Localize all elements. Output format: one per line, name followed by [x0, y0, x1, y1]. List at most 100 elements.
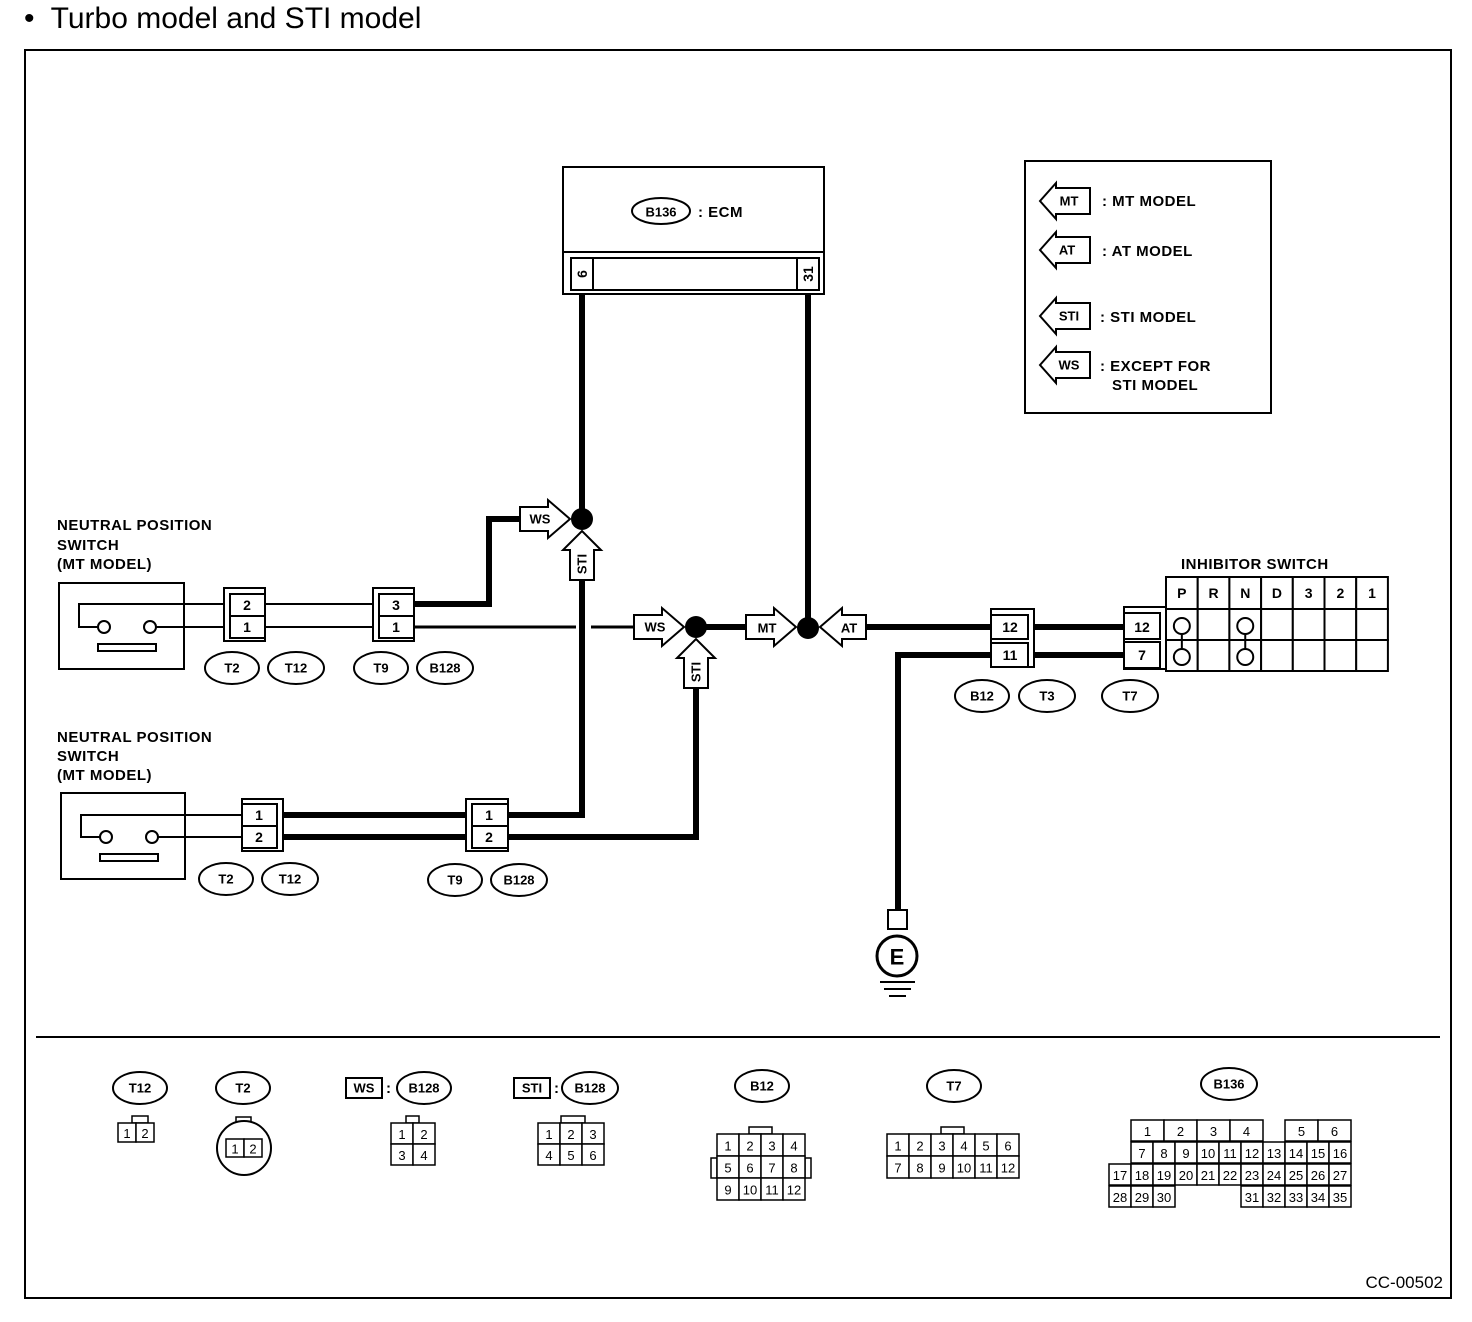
pin-cell: 3	[930, 1133, 954, 1157]
inhibitor-title: INHIBITOR SWITCH	[1181, 556, 1329, 573]
ground-symbol: E	[875, 909, 919, 997]
pin-cell: 5	[716, 1155, 740, 1179]
svg-text:4: 4	[790, 1139, 797, 1154]
inhibitor-position-2: 2	[1323, 576, 1358, 610]
pin-cell: 7	[760, 1155, 784, 1179]
switch2-tag-b128: B128	[503, 873, 534, 888]
svg-text:32: 32	[1267, 1190, 1281, 1205]
pin-cell: 5	[559, 1143, 583, 1166]
svg-text:T2: T2	[235, 1081, 250, 1096]
svg-text:2: 2	[249, 1142, 256, 1157]
svg-text:9: 9	[1182, 1146, 1189, 1161]
switch2-tag-t2: T2	[218, 872, 233, 887]
title-text: Turbo model and STI model	[50, 2, 422, 35]
svg-text:T7: T7	[946, 1079, 961, 1094]
svg-text::: :	[386, 1080, 392, 1097]
legend: MT : MT MODEL AT : AT MODEL STI : STI MO…	[1024, 160, 1272, 414]
svg-text:15: 15	[1311, 1146, 1325, 1161]
pin-cell: 14	[1284, 1141, 1308, 1164]
svg-text:B136: B136	[1213, 1077, 1244, 1092]
svg-text:3: 3	[768, 1139, 775, 1154]
switch2-title-2: SWITCH	[57, 748, 119, 765]
svg-text:13: 13	[1267, 1146, 1281, 1161]
pin-cell: 18	[1130, 1163, 1154, 1186]
svg-text:5: 5	[724, 1161, 731, 1176]
tag-mt: MT	[745, 605, 798, 649]
pin-cell: 8	[908, 1155, 932, 1179]
switch1-title-1: NEUTRAL POSITION	[57, 517, 212, 534]
pin-cell: 11	[1218, 1141, 1242, 1164]
pin-cell: 4	[537, 1143, 561, 1166]
pin-cell: 2	[135, 1122, 155, 1143]
pin-cell: 7	[1130, 1141, 1154, 1164]
ecm-pin-31-box	[796, 257, 820, 291]
pin-cell: 23	[1240, 1163, 1264, 1186]
svg-text:3: 3	[589, 1127, 596, 1142]
svg-text:1: 1	[231, 1142, 238, 1157]
svg-text:2: 2	[567, 1127, 574, 1142]
svg-text:2: 2	[243, 597, 251, 613]
svg-text:25: 25	[1289, 1168, 1303, 1183]
tag-at: AT	[818, 605, 867, 649]
wires	[265, 294, 1176, 910]
inhibitor-position-3: 3	[1291, 576, 1326, 610]
svg-text:28: 28	[1113, 1190, 1127, 1205]
switch1-tag-b128: B128	[429, 661, 460, 676]
svg-text:12: 12	[1134, 619, 1150, 635]
svg-text:4: 4	[420, 1148, 427, 1163]
switch2-connector-a: 1 2	[241, 798, 284, 852]
pin-cell: 9	[716, 1177, 740, 1201]
pin-cell: 25	[1284, 1163, 1308, 1186]
ecm-pin-31: 31	[800, 266, 816, 282]
svg-text:4: 4	[545, 1148, 552, 1163]
svg-text:AT: AT	[841, 621, 857, 636]
pin-cell: 1	[390, 1122, 414, 1145]
svg-text:STI: STI	[575, 554, 590, 574]
switch1-tag-t2: T2	[224, 661, 239, 676]
svg-text:7: 7	[1138, 647, 1146, 663]
inhibitor-contact-N	[1236, 617, 1255, 666]
bullet: •	[24, 2, 35, 35]
svg-text:WS: WS	[645, 620, 666, 635]
svg-text:9: 9	[724, 1183, 731, 1198]
svg-text:1: 1	[1368, 585, 1376, 601]
svg-text:3: 3	[398, 1148, 405, 1163]
svg-text:10: 10	[1201, 1146, 1215, 1161]
svg-text:5: 5	[982, 1139, 989, 1154]
tag-sti-upper: STI	[560, 529, 604, 581]
svg-text:23: 23	[1245, 1168, 1259, 1183]
svg-text:11: 11	[979, 1161, 993, 1176]
svg-text:6: 6	[1004, 1139, 1011, 1154]
pin-cell: 4	[782, 1133, 806, 1157]
svg-text:4: 4	[1243, 1124, 1250, 1139]
svg-text:1: 1	[894, 1139, 901, 1154]
svg-text:6: 6	[589, 1148, 596, 1163]
svg-text:T12: T12	[129, 1081, 151, 1096]
pin-cell: 1	[716, 1133, 740, 1157]
svg-text:17: 17	[1113, 1168, 1127, 1183]
switch2-tag-t9: T9	[447, 873, 462, 888]
inhibitor-position-P: P	[1165, 576, 1199, 610]
svg-text:30: 30	[1157, 1190, 1171, 1205]
svg-text:8: 8	[916, 1161, 923, 1176]
pin-cell: 30	[1152, 1185, 1176, 1208]
pin-cell: 28	[1108, 1185, 1132, 1208]
pin-cell: 34	[1306, 1185, 1330, 1208]
svg-text:B12: B12	[750, 1079, 774, 1094]
legend-mt-text: : MT MODEL	[1102, 193, 1196, 210]
legend-mt-tag: MT	[1060, 194, 1079, 209]
svg-text:31: 31	[1245, 1190, 1259, 1205]
svg-text:18: 18	[1135, 1168, 1149, 1183]
legend-at-tag: AT	[1059, 243, 1075, 258]
svg-text:26: 26	[1311, 1168, 1325, 1183]
svg-text:33: 33	[1289, 1190, 1303, 1205]
ground-label: E	[890, 945, 905, 970]
junction-ws-sti-2	[685, 616, 707, 638]
svg-text:11: 11	[1223, 1146, 1237, 1161]
junction-ws-sti	[571, 508, 593, 530]
inhibitor-position-R: R	[1196, 576, 1231, 610]
